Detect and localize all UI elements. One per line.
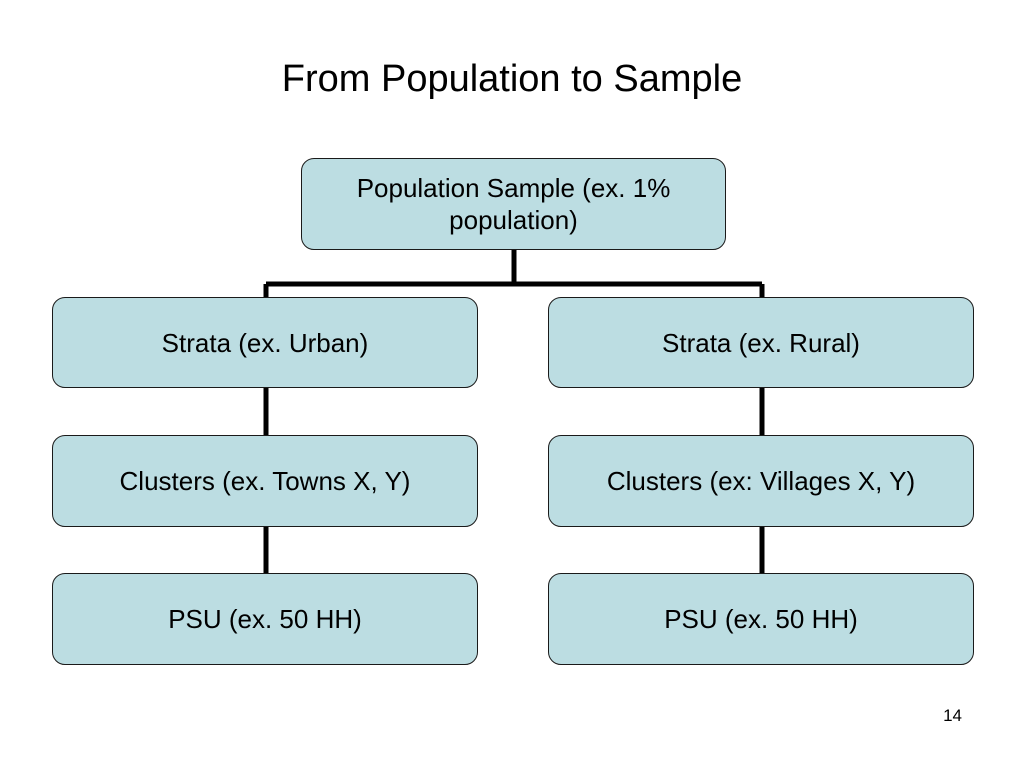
slide-title: From Population to Sample	[281, 58, 743, 100]
clusters-villages-label: Clusters (ex: Villages X, Y)	[606, 466, 916, 496]
strata-urban-label: Strata (ex. Urban)	[161, 327, 369, 358]
clusters-towns-node: Clusters (ex. Towns X, Y)	[52, 435, 478, 527]
clusters-villages-node: Clusters (ex: Villages X, Y)	[548, 435, 974, 527]
psu-rural-node: PSU (ex. 50 HH)	[548, 573, 974, 665]
strata-urban-node: Strata (ex. Urban)	[52, 297, 478, 388]
psu-urban-label: PSU (ex. 50 HH)	[168, 604, 362, 634]
clusters-towns-label: Clusters (ex. Towns X, Y)	[119, 466, 411, 496]
strata-rural-node: Strata (ex. Rural)	[548, 297, 974, 388]
psu-urban-node: PSU (ex. 50 HH)	[52, 573, 478, 665]
page-number: 14	[943, 706, 962, 725]
psu-rural-label: PSU (ex. 50 HH)	[664, 604, 858, 634]
strata-rural-label: Strata (ex. Rural)	[662, 327, 860, 358]
population-sample-node: Population Sample (ex. 1% population)	[301, 158, 726, 250]
population-sample-label: Population Sample (ex. 1% population)	[356, 173, 671, 235]
